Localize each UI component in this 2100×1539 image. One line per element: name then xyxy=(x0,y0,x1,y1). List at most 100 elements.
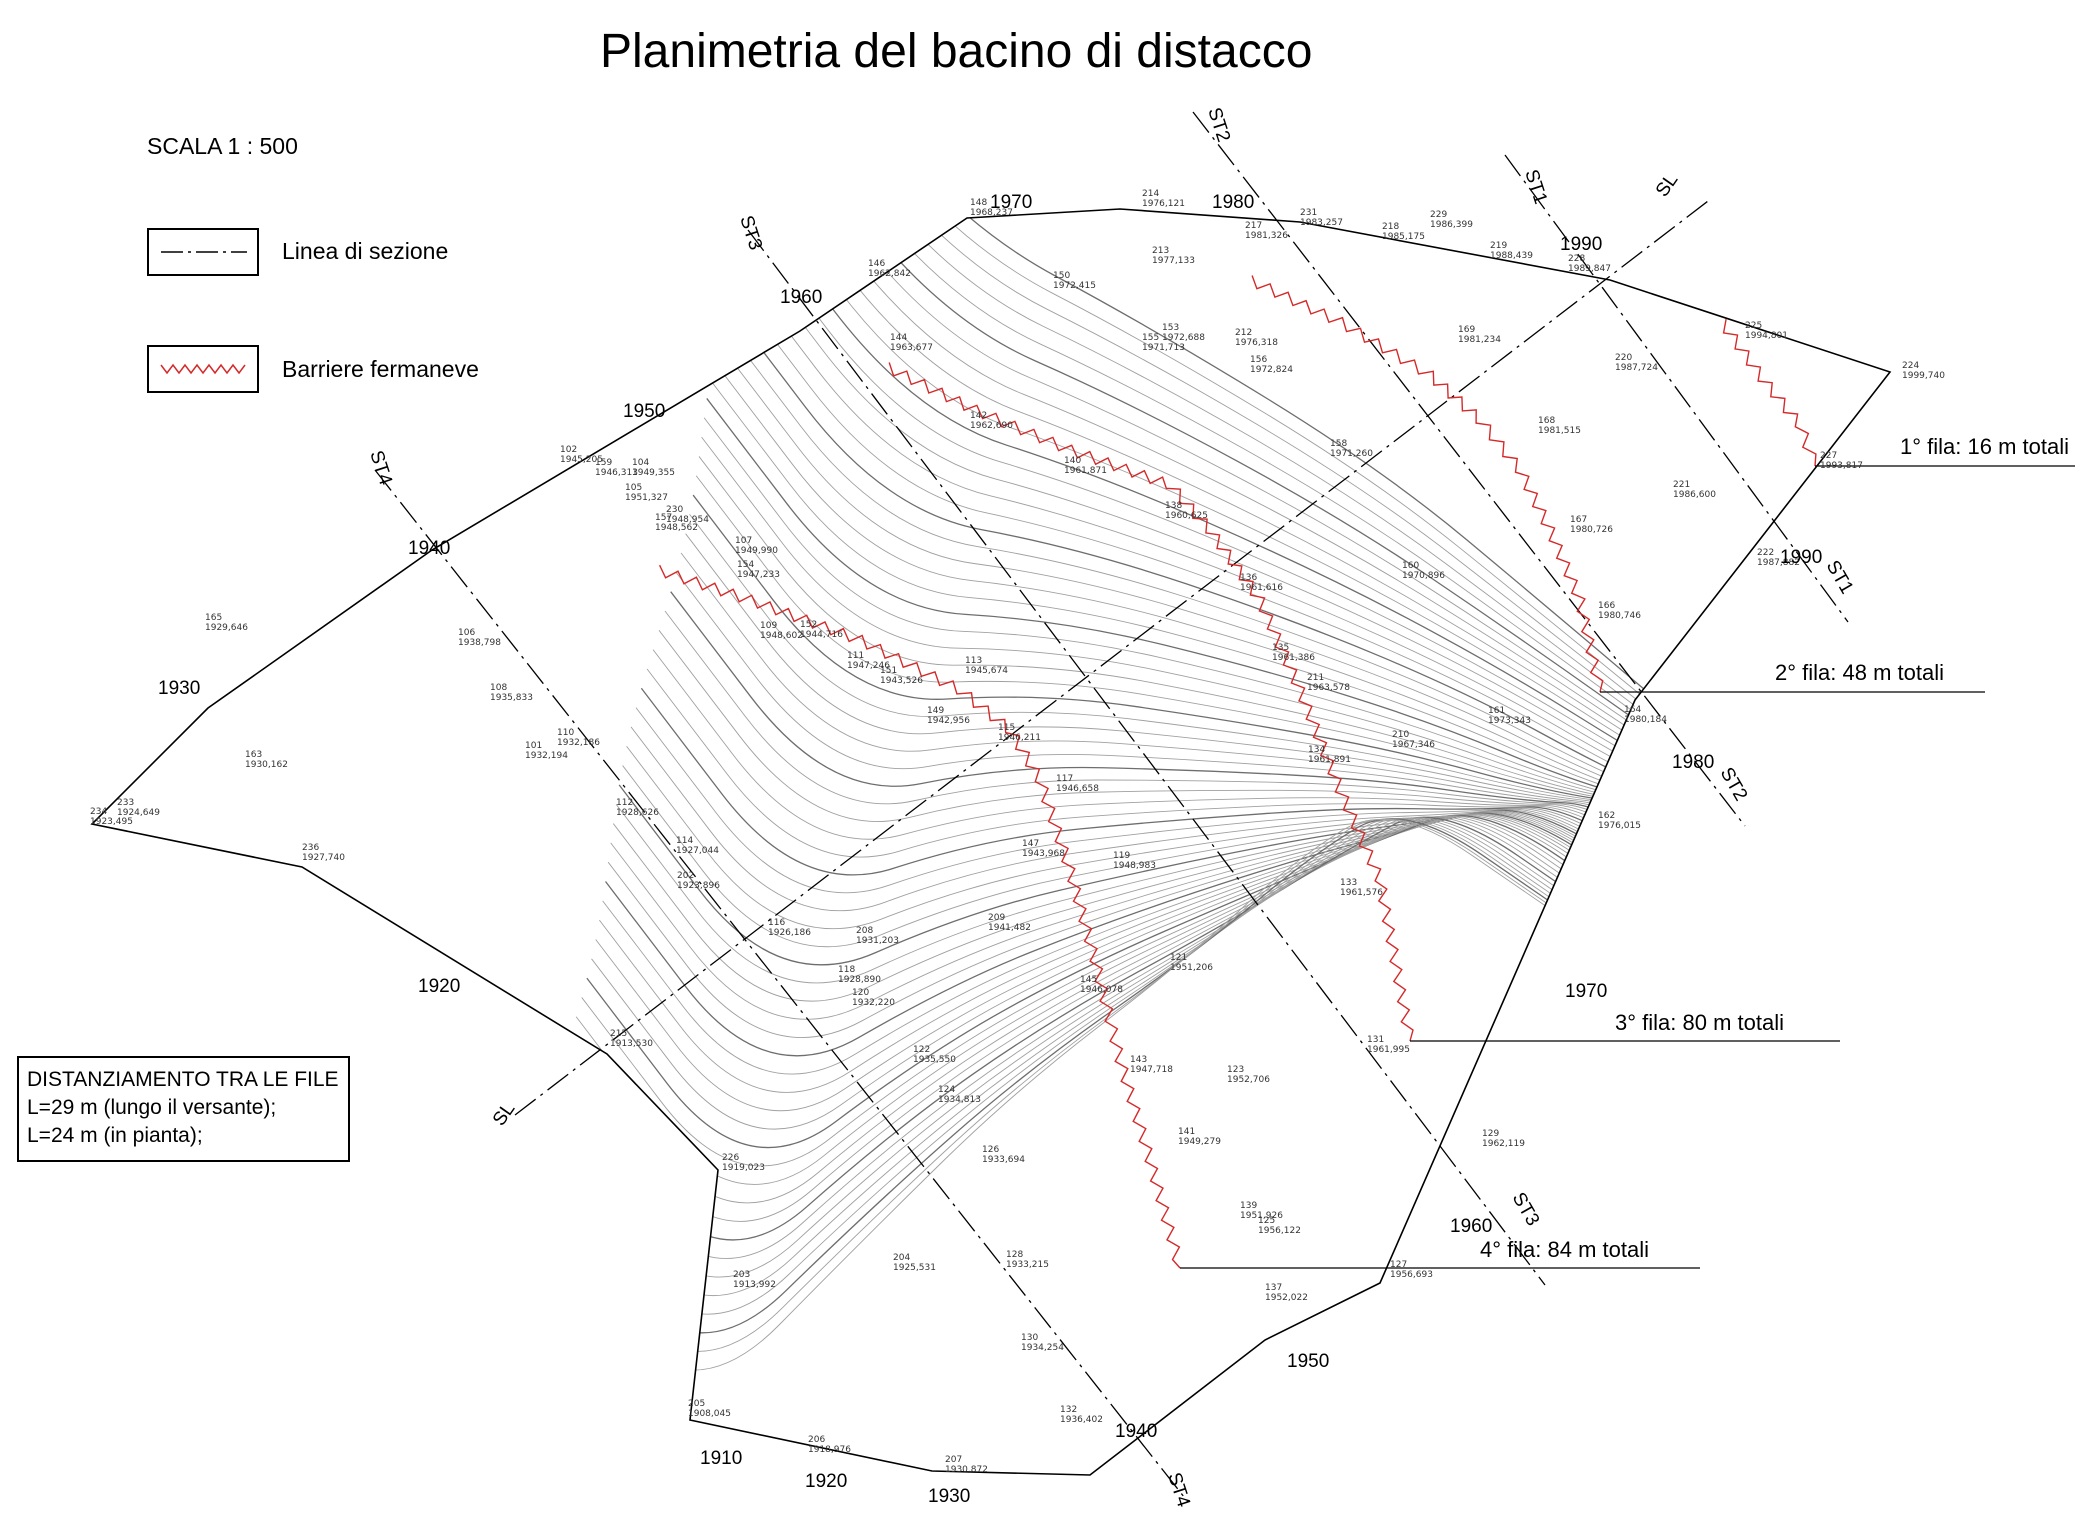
section-line-sl xyxy=(514,197,1713,1116)
row-spacing-heading: DISTANZIAMENTO TRA LE FILE xyxy=(27,1068,339,1091)
survey-point-elevation: 1947,233 xyxy=(737,570,780,580)
contour-line xyxy=(680,552,1786,916)
survey-point-id: 165 xyxy=(205,613,222,623)
elevation-label-1930-bottom: 1930 xyxy=(928,1486,970,1507)
survey-point-id: 102 xyxy=(560,445,577,455)
survey-point-id: 212 xyxy=(1235,328,1252,338)
survey-point-elevation: 1933,215 xyxy=(1006,1260,1049,1270)
survey-point-elevation: 1932,186 xyxy=(557,738,600,748)
section-label-st4-top: ST4 xyxy=(365,448,396,488)
contour-line xyxy=(774,209,1890,920)
contour-line xyxy=(532,818,1563,1334)
survey-point-elevation: 1981,515 xyxy=(1538,426,1581,436)
survey-point-elevation: 1986,399 xyxy=(1430,220,1473,230)
survey-point-id: 114 xyxy=(676,836,693,846)
survey-point-elevation: 1962,690 xyxy=(970,421,1013,431)
survey-point-elevation: 1951,926 xyxy=(1240,1211,1283,1221)
elevation-label-1990-top: 1990 xyxy=(1560,234,1602,255)
survey-point-elevation: 1960,625 xyxy=(1165,511,1208,521)
survey-point-elevation: 1946,658 xyxy=(1056,784,1099,794)
contour-line xyxy=(536,818,1570,1315)
survey-point-elevation: 1961,871 xyxy=(1064,466,1107,476)
survey-point-elevation: 1946,078 xyxy=(1080,985,1123,995)
survey-point-elevation: 1993,817 xyxy=(1820,461,1863,471)
contour-line xyxy=(595,814,1654,1112)
survey-point-elevation: 1942,956 xyxy=(927,716,970,726)
survey-point-elevation: 1928,890 xyxy=(838,975,881,985)
survey-point-id: 234 xyxy=(90,807,107,817)
contour-line xyxy=(794,209,1890,921)
survey-point-elevation: 1963,578 xyxy=(1307,683,1350,693)
barrier-row-2 xyxy=(1251,275,1604,693)
section-line-st2 xyxy=(1192,111,1746,827)
contour-line xyxy=(747,224,1890,919)
barrier-row-4 xyxy=(658,564,1181,1269)
section-line-st4 xyxy=(374,469,1189,1503)
survey-point-id: 205 xyxy=(688,1399,705,1409)
contour-line xyxy=(689,514,1800,917)
survey-point-id: 207 xyxy=(945,1455,962,1465)
survey-point-elevation: 1951,206 xyxy=(1170,963,1213,973)
survey-point-id: 129 xyxy=(1482,1129,1499,1139)
survey-point-elevation: 1967,346 xyxy=(1392,740,1435,750)
survey-point-elevation: 1949,355 xyxy=(632,468,675,478)
section-label-st2-top: ST2 xyxy=(1203,105,1234,145)
survey-point-elevation: 1934,254 xyxy=(1021,1343,1064,1353)
survey-point-elevation: 1930,162 xyxy=(245,760,288,770)
survey-point-elevation: 1963,677 xyxy=(890,343,933,353)
survey-point-id: 116 xyxy=(768,918,785,928)
survey-point-elevation: 1952,022 xyxy=(1265,1293,1308,1303)
survey-point-elevation: 1999,740 xyxy=(1902,371,1945,381)
survey-point-elevation: 1985,175 xyxy=(1382,232,1425,242)
survey-point-elevation: 1929,646 xyxy=(205,623,248,633)
survey-point-elevation: 1948,562 xyxy=(655,523,698,533)
survey-point-elevation: 1935,833 xyxy=(490,693,533,703)
survey-point-id: 137 xyxy=(1265,1283,1282,1293)
survey-point-id: 138 xyxy=(1165,501,1182,511)
survey-point-id: 215 xyxy=(610,1029,627,1039)
survey-point-elevation: 1934,813 xyxy=(938,1095,981,1105)
legend-barrier-swatch xyxy=(147,345,259,393)
contour-line xyxy=(770,209,1890,920)
survey-point-elevation: 1973,343 xyxy=(1488,716,1531,726)
row-spacing-note: DISTANZIAMENTO TRA LE FILE L=29 m (lungo… xyxy=(17,1056,350,1162)
survey-point-elevation: 1988,439 xyxy=(1490,251,1533,261)
survey-point-id: 144 xyxy=(890,333,907,343)
contour-line xyxy=(640,687,1730,915)
row-label-2: 2° fila: 48 m totali xyxy=(1775,660,1944,685)
survey-point-elevation: 1930,872 xyxy=(945,1465,988,1475)
survey-point-elevation: 1933,694 xyxy=(982,1155,1025,1165)
survey-point-elevation: 1931,203 xyxy=(856,936,899,946)
